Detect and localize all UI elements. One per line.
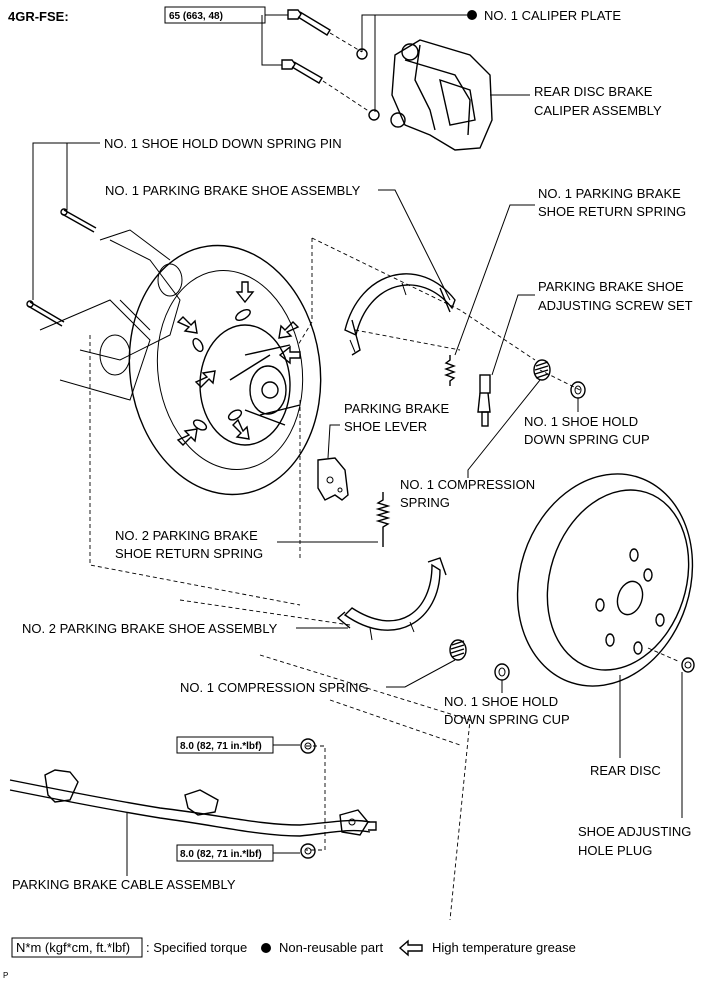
return-spring-1-callout: NO. 1 PARKING BRAKE SHOE RETURN SPRING <box>454 186 686 356</box>
hold-down-pin-icon <box>26 208 97 327</box>
return-spring-2-icon <box>375 492 391 547</box>
hole-plug-label-1: SHOE ADJUSTING <box>578 824 691 839</box>
return-spring-2-label-2: SHOE RETURN SPRING <box>115 546 263 561</box>
spring-cup-upper-icon <box>570 381 586 399</box>
adjusting-screw-icon <box>477 374 491 427</box>
compression-spring-upper-icon <box>533 359 551 381</box>
shoe-lever-icon <box>317 457 349 501</box>
footer-code: P <box>3 971 8 980</box>
cable-assembly-label: PARKING BRAKE CABLE ASSEMBLY <box>12 877 236 892</box>
legend-grease-text: High temperature grease <box>432 940 576 955</box>
non-reusable-marker-icon <box>467 10 477 20</box>
caliper-assembly-icon <box>390 39 493 151</box>
shoe-assembly-1-label: NO. 1 PARKING BRAKE SHOE ASSEMBLY <box>105 183 361 198</box>
return-spring-1-label-1: NO. 1 PARKING BRAKE <box>538 186 681 201</box>
caliper-plate-icon <box>368 109 380 121</box>
spring-cup-lower-icon <box>494 663 510 681</box>
cable-torque-lower-text: 8.0 (82, 71 in.*lbf) <box>180 849 262 860</box>
hole-plug-callout: SHOE ADJUSTING HOLE PLUG <box>578 672 691 858</box>
shoe-lever-callout: PARKING BRAKE SHOE LEVER <box>327 401 450 459</box>
caliper-bolt-icon <box>281 9 371 113</box>
grease-arrow-icon <box>398 939 423 957</box>
return-spring-1-label-2: SHOE RETURN SPRING <box>538 204 686 219</box>
cable-torque-spec-upper: 8.0 (82, 71 in.*lbf) <box>176 736 300 754</box>
compression-spring-upper-label-2: SPRING <box>400 495 450 510</box>
compression-spring-upper-callout: NO. 1 COMPRESSION SPRING <box>400 379 541 510</box>
legend-torque-box-text: N*m (kgf*cm, ft.*lbf) <box>16 940 130 955</box>
backing-plate-icon <box>39 229 322 496</box>
shoe-lever-label-2: SHOE LEVER <box>344 419 427 434</box>
spring-cup-lower-callout: NO. 1 SHOE HOLD DOWN SPRING CUP <box>444 680 570 727</box>
legend-non-reusable-text: Non-reusable part <box>279 940 383 955</box>
adjusting-screw-callout: PARKING BRAKE SHOE ADJUSTING SCREW SET <box>491 279 693 376</box>
spring-cup-upper-label-1: NO. 1 SHOE HOLD <box>524 414 638 429</box>
shoe-assembly-2-callout: NO. 2 PARKING BRAKE SHOE ASSEMBLY <box>22 621 348 636</box>
cable-torque-spec-lower: 8.0 (82, 71 in.*lbf) <box>176 844 300 862</box>
hole-plug-label-2: HOLE PLUG <box>578 843 652 858</box>
spring-cup-upper-label-2: DOWN SPRING CUP <box>524 432 650 447</box>
compression-spring-upper-label-1: NO. 1 COMPRESSION <box>400 477 535 492</box>
compression-spring-lower-callout: NO. 1 COMPRESSION SPRING <box>180 659 456 695</box>
caliper-assembly-callout: REAR DISC BRAKE CALIPER ASSEMBLY <box>490 84 662 118</box>
caliper-torque-text: 65 (663, 48) <box>169 11 223 22</box>
shoe-assembly-2-label: NO. 2 PARKING BRAKE SHOE ASSEMBLY <box>22 621 278 636</box>
caliper-plate-callout: NO. 1 CALIPER PLATE <box>356 8 621 121</box>
caliper-torque-spec: 65 (663, 48) <box>164 6 288 66</box>
alignment-lines <box>89 237 681 921</box>
return-spring-1-icon <box>444 355 456 386</box>
spring-cup-lower-label-1: NO. 1 SHOE HOLD <box>444 694 558 709</box>
hole-plug-icon <box>681 657 695 673</box>
cable-assembly-callout: PARKING BRAKE CABLE ASSEMBLY <box>12 812 236 892</box>
hold-down-pin-label: NO. 1 SHOE HOLD DOWN SPRING PIN <box>104 136 342 151</box>
grease-arrow-icon <box>176 281 301 446</box>
adjusting-screw-label-1: PARKING BRAKE SHOE <box>538 279 684 294</box>
legend-torque-text: : Specified torque <box>146 940 247 955</box>
caliper-plate-icon <box>356 48 368 60</box>
compression-spring-lower-label: NO. 1 COMPRESSION SPRING <box>180 680 369 695</box>
shoe-assembly-1-callout: NO. 1 PARKING BRAKE SHOE ASSEMBLY <box>105 183 451 301</box>
hold-down-pin-callout: NO. 1 SHOE HOLD DOWN SPRING PIN <box>32 136 342 300</box>
caliper-assembly-label-2: CALIPER ASSEMBLY <box>534 103 662 118</box>
cable-torque-upper-text: 8.0 (82, 71 in.*lbf) <box>180 741 262 752</box>
engine-code: 4GR-FSE: <box>8 9 69 24</box>
return-spring-2-callout: NO. 2 PARKING BRAKE SHOE RETURN SPRING <box>115 528 378 561</box>
rear-disc-label: REAR DISC <box>590 763 661 778</box>
return-spring-2-label-1: NO. 2 PARKING BRAKE <box>115 528 258 543</box>
spring-cup-upper-callout: NO. 1 SHOE HOLD DOWN SPRING CUP <box>524 398 650 447</box>
adjusting-screw-label-2: ADJUSTING SCREW SET <box>538 298 693 313</box>
spring-cup-lower-label-2: DOWN SPRING CUP <box>444 712 570 727</box>
compression-spring-lower-icon <box>449 639 467 661</box>
cable-nut-icon <box>300 738 316 859</box>
shoe-assembly-1-icon <box>344 273 456 356</box>
shoe-lever-label-1: PARKING BRAKE <box>344 401 450 416</box>
caliper-assembly-label-1: REAR DISC BRAKE <box>534 84 653 99</box>
rear-disc-icon <box>516 473 694 687</box>
non-reusable-marker-icon <box>261 943 271 953</box>
legend: N*m (kgf*cm, ft.*lbf) : Specified torque… <box>11 937 576 958</box>
legend-torque-box <box>11 937 143 958</box>
shoe-assembly-2-icon <box>336 557 447 641</box>
parking-brake-cable-icon <box>9 769 377 837</box>
rear-disc-callout: REAR DISC <box>590 675 661 778</box>
caliper-plate-label: NO. 1 CALIPER PLATE <box>484 8 621 23</box>
